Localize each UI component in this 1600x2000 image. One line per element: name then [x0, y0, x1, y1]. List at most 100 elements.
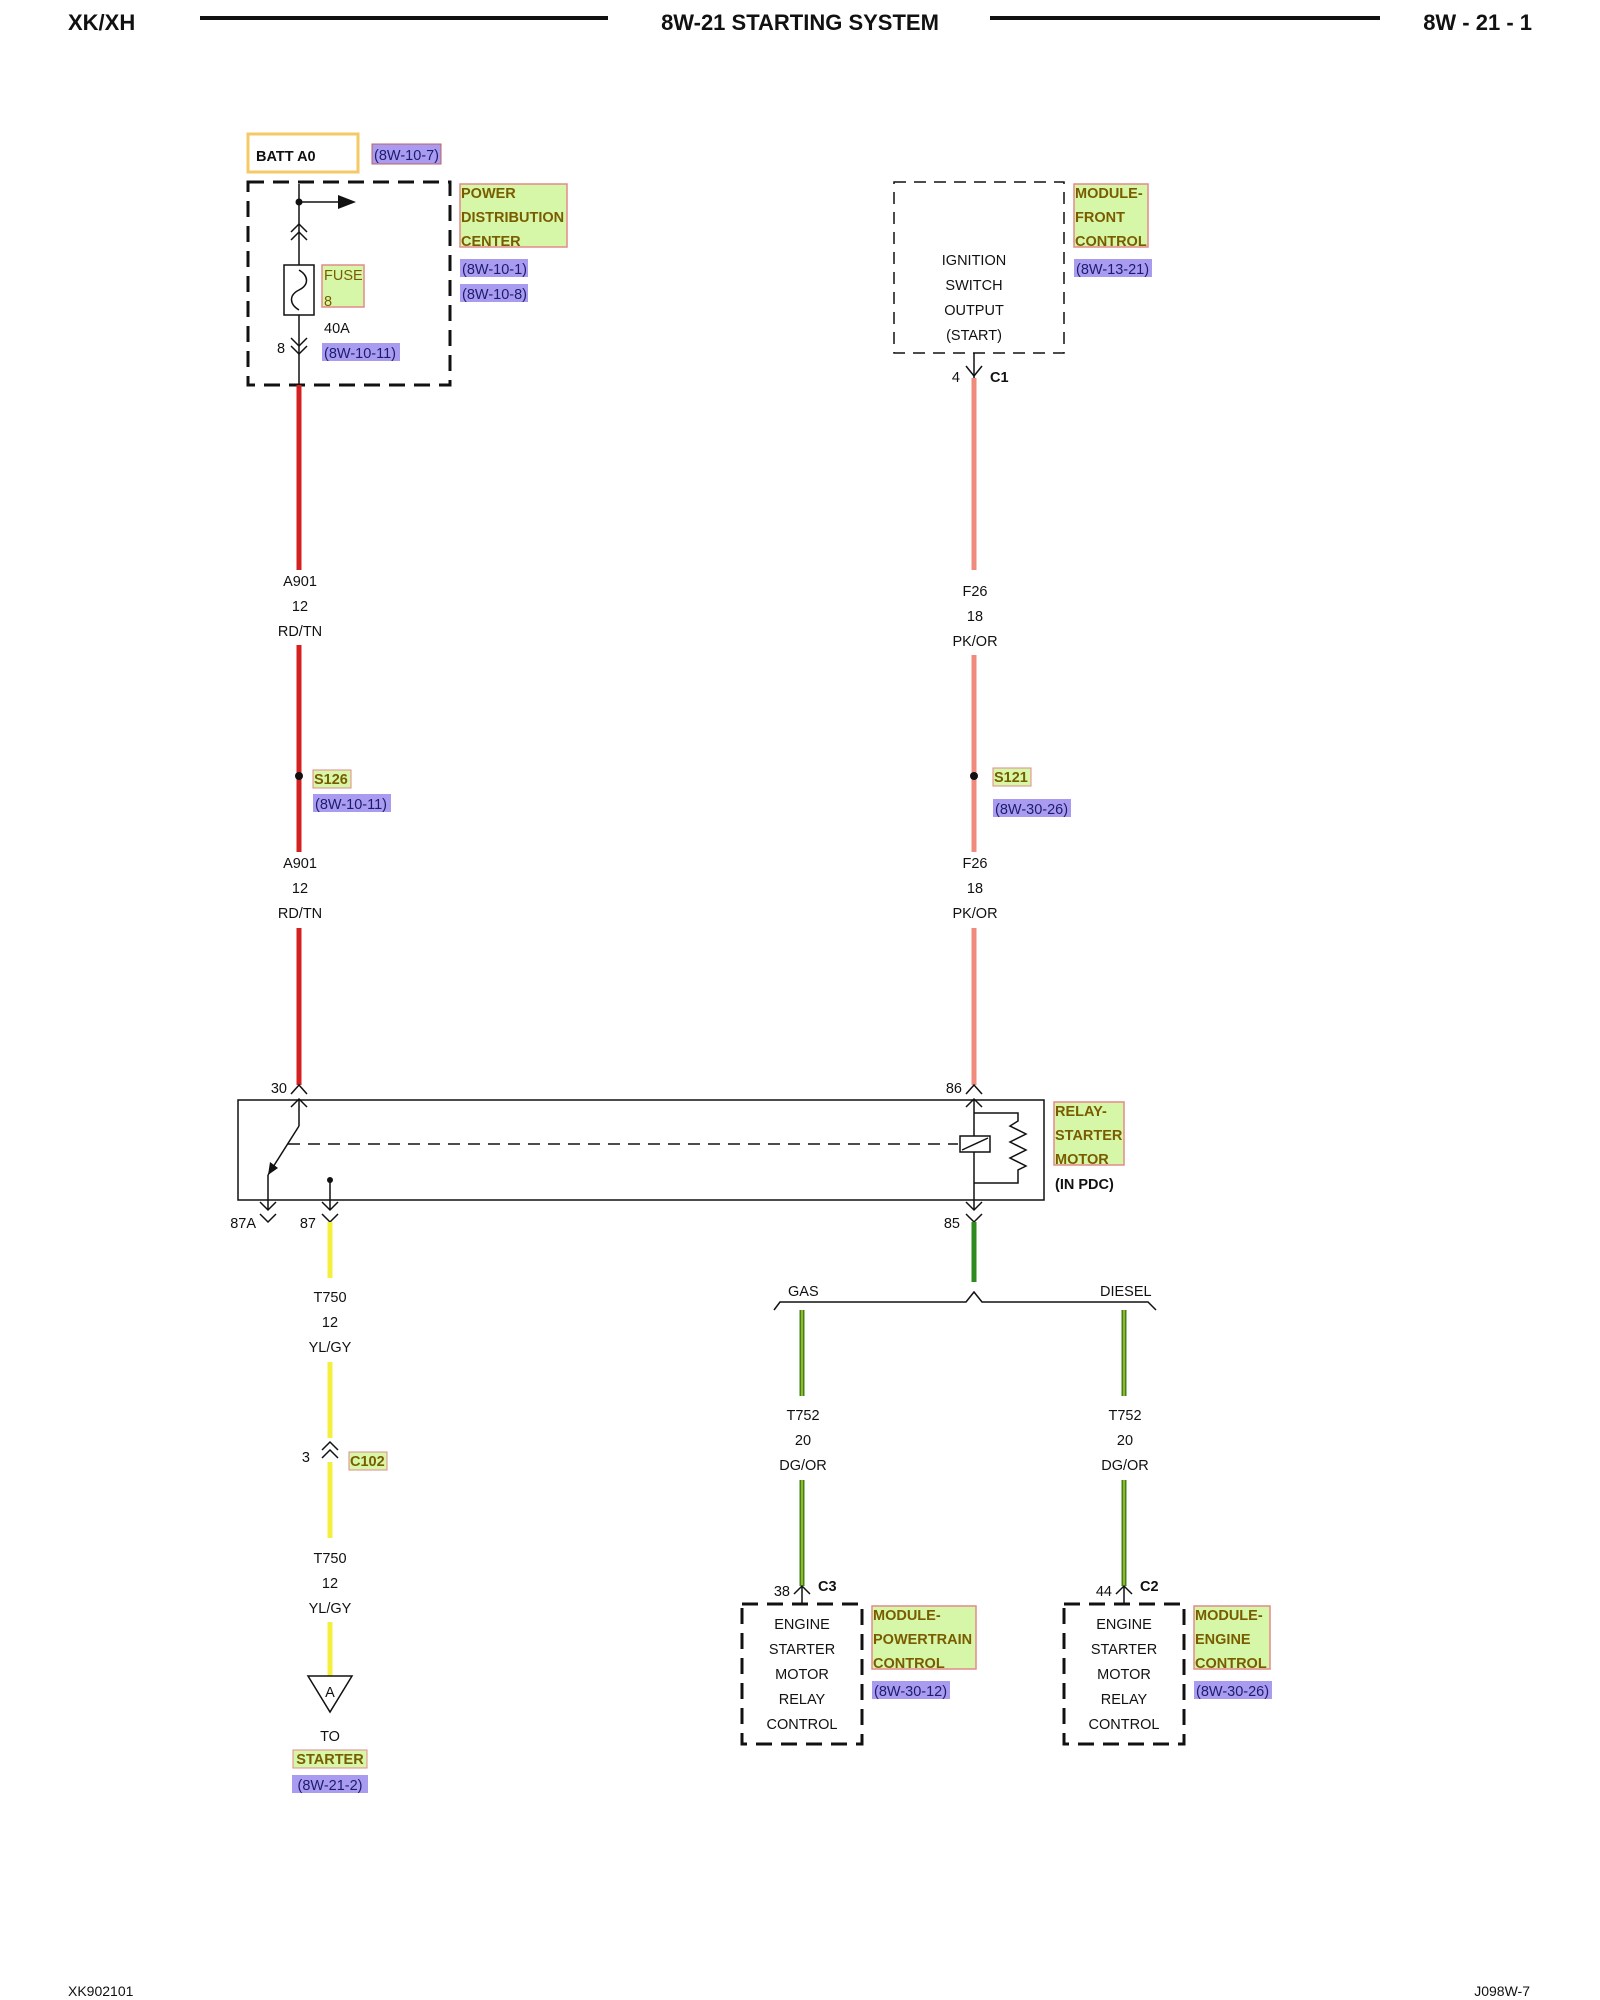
pcm-label-l1: MODULE- — [873, 1608, 941, 1624]
wire-t750-label-1: T750 — [313, 1290, 346, 1306]
fcm-ref-tag[interactable] — [1074, 259, 1152, 277]
relay-resistor-icon — [974, 1112, 1028, 1184]
ecm-label-l1: MODULE- — [1195, 1608, 1263, 1624]
wire-f26-label-2: F26 — [963, 856, 988, 872]
wire-f26-color-2: PK/OR — [952, 906, 997, 922]
pdc-ref2-tag[interactable] — [460, 284, 528, 302]
pdc-label-l3: CENTER — [461, 234, 521, 250]
pcm-label-box — [871, 1605, 977, 1670]
fuse-ref-tag[interactable] — [322, 343, 400, 361]
starter-ref-tag[interactable] — [292, 1775, 368, 1793]
relay-pin-86-icon — [965, 1083, 983, 1095]
pdc-ref1-link[interactable]: (8W-10-1) — [462, 262, 527, 278]
c102-connector-icon-2 — [321, 1448, 339, 1459]
pcm-label-l2: POWERTRAIN — [873, 1632, 972, 1648]
wire-a901-label-1: A901 — [283, 574, 317, 590]
pcm-circuit-l2: STARTER — [769, 1642, 835, 1658]
fuse-icon — [290, 269, 308, 311]
wire-t750-color-1: YL/GY — [309, 1340, 352, 1356]
pdc-label-l2: DISTRIBUTION — [461, 210, 564, 226]
wire-t750-color-2: YL/GY — [309, 1601, 352, 1617]
c1-pin-number: 4 — [952, 370, 960, 386]
ecm-label-box — [1193, 1605, 1271, 1670]
relay-pin-86: 86 — [946, 1081, 962, 1097]
c3-connector-name: C3 — [818, 1579, 837, 1595]
pcm-ref-link[interactable]: (8W-30-12) — [874, 1684, 947, 1700]
pdc-ref2-link[interactable]: (8W-10-8) — [462, 287, 527, 303]
footer-code-right: J098W-7 — [1474, 1983, 1530, 1999]
off-page-flag-letter: A — [325, 1685, 335, 1701]
pcm-label-l3: CONTROL — [873, 1656, 945, 1672]
pcm-ref-tag[interactable] — [872, 1681, 950, 1699]
gas-variant-label: GAS — [788, 1284, 819, 1300]
wire-f26-gauge-1: 18 — [967, 609, 983, 625]
ecm-ref-tag[interactable] — [1194, 1681, 1272, 1699]
ecm-circuit-l1: ENGINE — [1096, 1617, 1152, 1633]
pcm-circuit-l3: MOTOR — [775, 1667, 829, 1683]
ecm-circuit-l3: MOTOR — [1097, 1667, 1151, 1683]
fuse-label-box — [321, 264, 365, 308]
fcm-label-l1: MODULE- — [1075, 186, 1143, 202]
splice-s126-label: S126 — [314, 772, 348, 788]
relay-coil-slash — [961, 1137, 989, 1151]
splice-s121-ref-link[interactable]: (8W-30-26) — [995, 802, 1068, 818]
c2-connector-name: C2 — [1140, 1579, 1159, 1595]
wire-a901-gauge-1: 12 — [292, 599, 308, 615]
s121-tag — [992, 767, 1032, 787]
batt-label: BATT A0 — [256, 149, 316, 165]
c102-connector-icon — [321, 1440, 339, 1451]
pdc-ref1-tag[interactable] — [460, 259, 528, 277]
pdc-connector-up-icon — [290, 222, 308, 233]
starter-label: STARTER — [296, 1752, 364, 1768]
pdc-connector-up-icon-2 — [290, 230, 308, 241]
wire-a901-label-2: A901 — [283, 856, 317, 872]
fuse-label-l1: FUSE — [324, 268, 363, 284]
wire-t750-gauge-1: 12 — [322, 1315, 338, 1331]
wire-a901-color-2: RD/TN — [278, 906, 322, 922]
fcm-label-l3: CONTROL — [1075, 234, 1147, 250]
wire-t750-gauge-2: 12 — [322, 1576, 338, 1592]
relay-pin-87-icon — [321, 1201, 339, 1212]
splice-s126-ref-link[interactable]: (8W-10-11) — [315, 797, 387, 813]
header-model: XK/XH — [68, 10, 135, 35]
s126-ref-tag[interactable] — [313, 794, 391, 812]
relay-label-l3: MOTOR — [1055, 1152, 1109, 1168]
off-page-flag-icon — [306, 1675, 354, 1714]
batt-ref-link[interactable]: (8W-10-7) — [374, 148, 439, 164]
fuse-label-l2: 8 — [324, 294, 332, 310]
relay-location: (IN PDC) — [1055, 1177, 1114, 1193]
ecm-ref-link[interactable]: (8W-30-26) — [1196, 1684, 1269, 1700]
pdc-label-l1: POWER — [461, 186, 516, 202]
pdc-bus-arrow-icon — [338, 195, 356, 209]
c102-tag — [348, 1451, 388, 1471]
s126-tag — [312, 769, 352, 789]
wire-t752-gas-gauge: 20 — [795, 1433, 811, 1449]
ignition-label-l1: IGNITION — [942, 253, 1006, 269]
relay-pin-87a-icon-2 — [259, 1213, 277, 1224]
pcm-outline — [740, 1602, 864, 1746]
pdc-connector-down-icon — [290, 337, 308, 348]
fcm-label-box — [1073, 183, 1149, 248]
ecm-circuit-l4: RELAY — [1101, 1692, 1148, 1708]
diesel-variant-label: DIESEL — [1100, 1284, 1152, 1300]
starter-ref-link[interactable]: (8W-21-2) — [298, 1778, 363, 1794]
page-header: XK/XH 8W-21 STARTING SYSTEM 8W - 21 - 1 — [68, 10, 1532, 35]
fuse-ref-link[interactable]: (8W-10-11) — [324, 346, 396, 362]
ignition-switch-outline — [893, 181, 1065, 354]
c2-pin-number: 44 — [1096, 1584, 1112, 1600]
ecm-circuit-l5: CONTROL — [1089, 1717, 1160, 1733]
relay-pin-85-icon-2 — [965, 1213, 983, 1224]
wire-f26-color-1: PK/OR — [952, 634, 997, 650]
relay-pin-87a: 87A — [230, 1216, 256, 1232]
wire-t752-gas-color: DG/OR — [779, 1458, 827, 1474]
relay-pin-85-icon — [965, 1201, 983, 1212]
s121-ref-tag[interactable] — [993, 799, 1071, 817]
relay-label-l1: RELAY- — [1055, 1104, 1107, 1120]
fcm-ref-link[interactable]: (8W-13-21) — [1076, 262, 1149, 278]
ecm-label-l2: ENGINE — [1195, 1632, 1251, 1648]
splice-s121-label: S121 — [994, 770, 1028, 786]
batt-ref-tag[interactable] — [371, 143, 442, 165]
relay-pin-87: 87 — [300, 1216, 316, 1232]
to-label: TO — [320, 1729, 340, 1745]
